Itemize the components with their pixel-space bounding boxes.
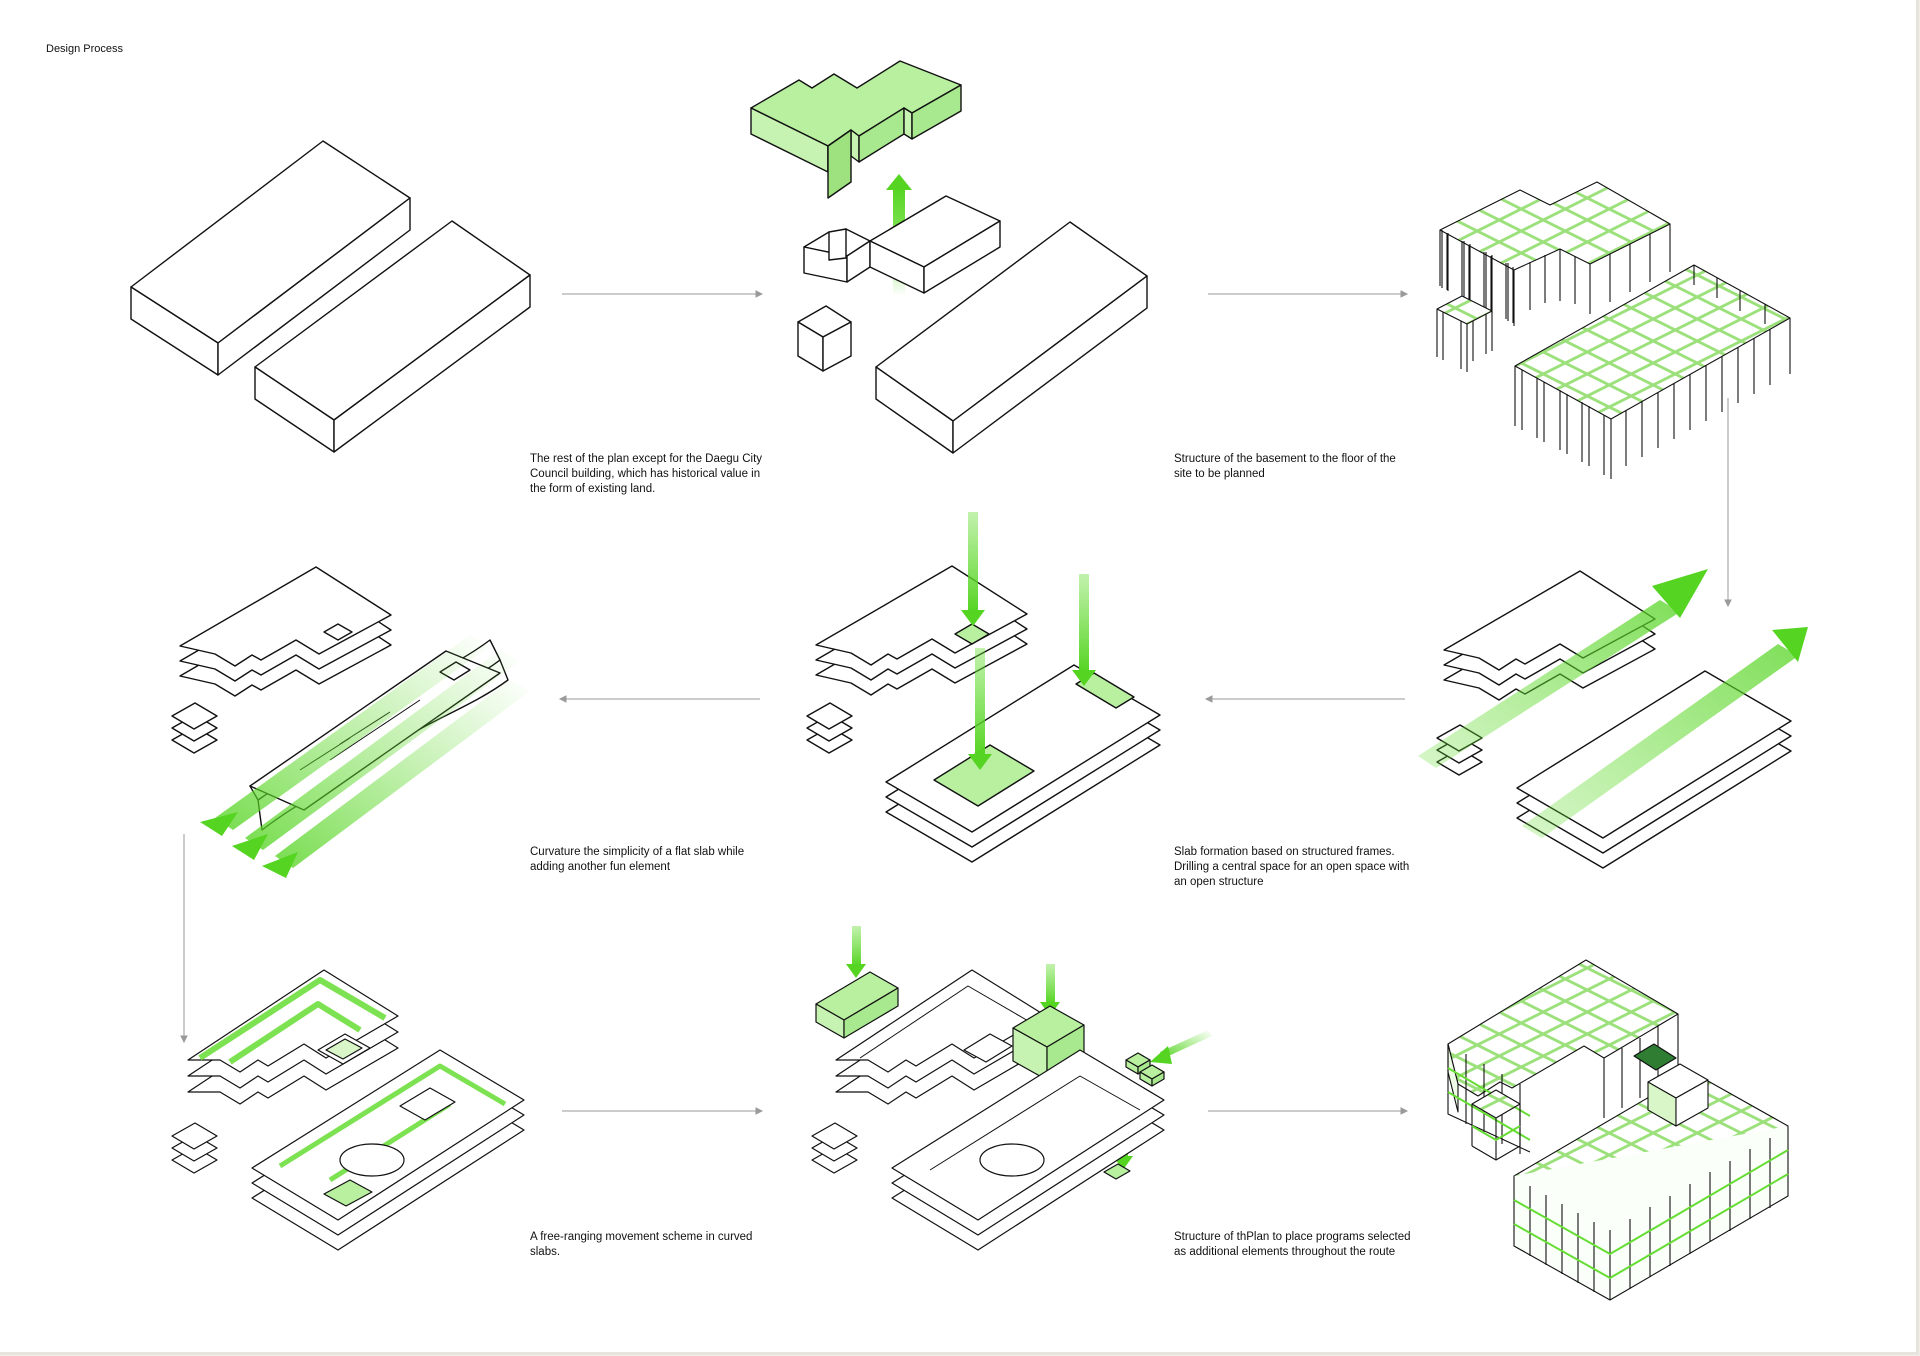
caption-line: The rest of the plan except for the Daeg…: [530, 453, 763, 465]
drop-arrow-icon: [846, 926, 1212, 1170]
caption-line: the form of existing land.: [530, 483, 656, 495]
step4-slabs: [806, 512, 1161, 863]
caption-line: adding another fun element: [530, 861, 671, 873]
flow-arrow-icon: [1204, 695, 1405, 703]
caption-line: Curvature the simplicity of a flat slab …: [530, 846, 745, 858]
flow-arrow-icon: [562, 290, 764, 298]
caption-line: as additional elements throughout the ro…: [1174, 1246, 1396, 1258]
caption-step-5: A free-ranging movement scheme in curved…: [530, 1230, 820, 1260]
caption-line: slabs.: [530, 1246, 561, 1258]
flow-arrow-icon: [562, 1107, 764, 1115]
caption-line: Council building, which has historical v…: [530, 468, 761, 480]
flow-arrow-icon: [180, 834, 188, 1044]
step9-final-structure: [1447, 959, 1789, 1301]
caption-step-3: Curvature the simplicity of a flat slab …: [530, 845, 820, 875]
flow-arrow-icon: [1724, 398, 1732, 608]
step1-massing: [130, 140, 531, 453]
step7-movement: [171, 969, 525, 1251]
caption-line: an open structure: [1174, 876, 1264, 888]
page-title: Design Process: [46, 43, 124, 55]
caption-line: Structure of thPlan to place programs se…: [1174, 1231, 1411, 1243]
caption-step-2: Structure of the basement to the floor o…: [1174, 452, 1464, 482]
flow-band-icon: [200, 635, 530, 878]
step3-frame: [1436, 181, 1791, 479]
caption-line: Slab formation based on structured frame…: [1174, 846, 1395, 858]
caption-line: A free-ranging movement scheme in curved: [530, 1231, 753, 1243]
caption-step-1: The rest of the plan except for the Daeg…: [530, 452, 820, 497]
step8-programs: [811, 926, 1212, 1251]
drop-arrow-icon: [961, 512, 1096, 770]
step5-flow: [1418, 569, 1808, 869]
caption-step-6: Structure of thPlan to place programs se…: [1174, 1230, 1464, 1260]
flow-arrows: [180, 290, 1732, 1115]
caption-line: Drilling a central space for an open spa…: [1174, 861, 1410, 873]
flow-band-icon: [1418, 569, 1808, 838]
flow-arrow-icon: [1208, 1107, 1409, 1115]
step2-extrusion: [750, 60, 1148, 454]
caption-line: site to be planned: [1174, 468, 1265, 480]
caption-line: Structure of the basement to the floor o…: [1174, 453, 1396, 465]
flow-arrow-icon: [558, 695, 760, 703]
flow-arrow-icon: [1208, 290, 1409, 298]
step6-curvature: [171, 566, 530, 878]
caption-step-4: Slab formation based on structured frame…: [1174, 845, 1464, 890]
